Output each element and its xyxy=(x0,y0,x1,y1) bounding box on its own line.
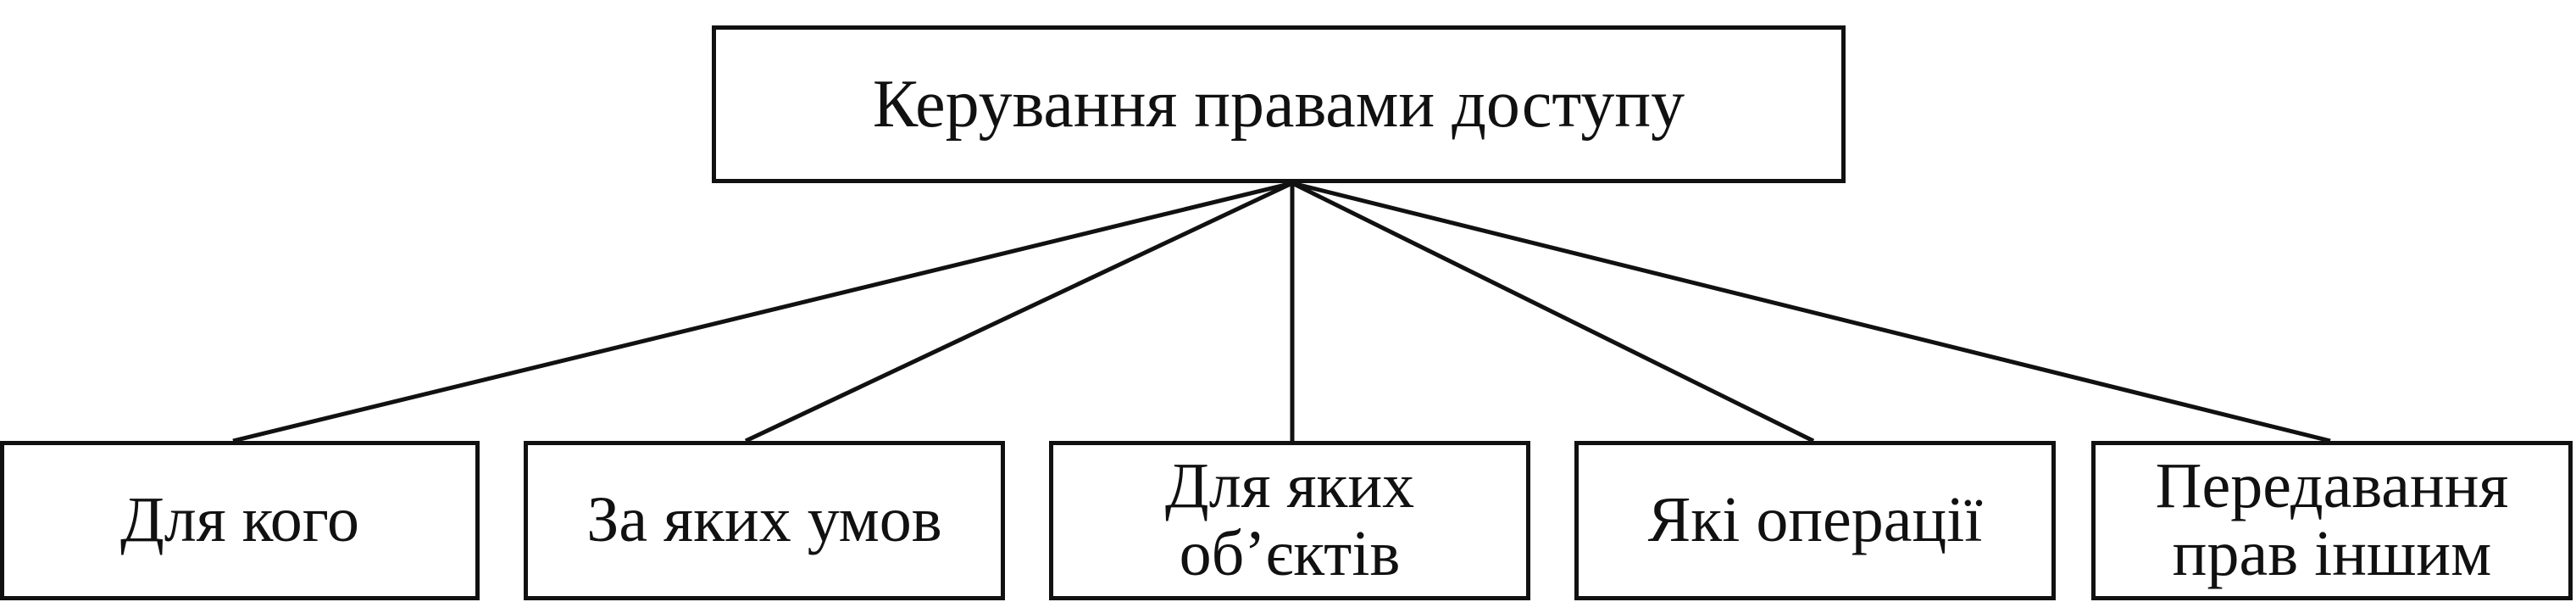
child-node-objects: Для яких об’єктів xyxy=(1049,441,1530,600)
connector-line-conditions xyxy=(744,181,1294,443)
connector-line-operations xyxy=(1291,181,1815,443)
child-node-label: Які операції xyxy=(1647,484,1983,556)
child-node-label: Передавання прав іншим xyxy=(2155,450,2509,589)
child-node-label: За яких умов xyxy=(586,484,942,556)
child-node-transfer: Передавання прав іншим xyxy=(2091,441,2573,600)
child-node-who: Для кого xyxy=(0,441,480,600)
root-node: Керування правами доступу xyxy=(712,25,1846,183)
child-node-label: Для яких об’єктів xyxy=(1164,450,1415,589)
child-node-conditions: За яких умов xyxy=(524,441,1005,600)
child-node-operations: Які операції xyxy=(1574,441,2056,600)
child-node-label: Для кого xyxy=(119,484,360,556)
connector-line-who xyxy=(232,181,1293,443)
root-node-label: Керування правами доступу xyxy=(872,67,1685,142)
connector-line-transfer xyxy=(1291,181,2331,443)
